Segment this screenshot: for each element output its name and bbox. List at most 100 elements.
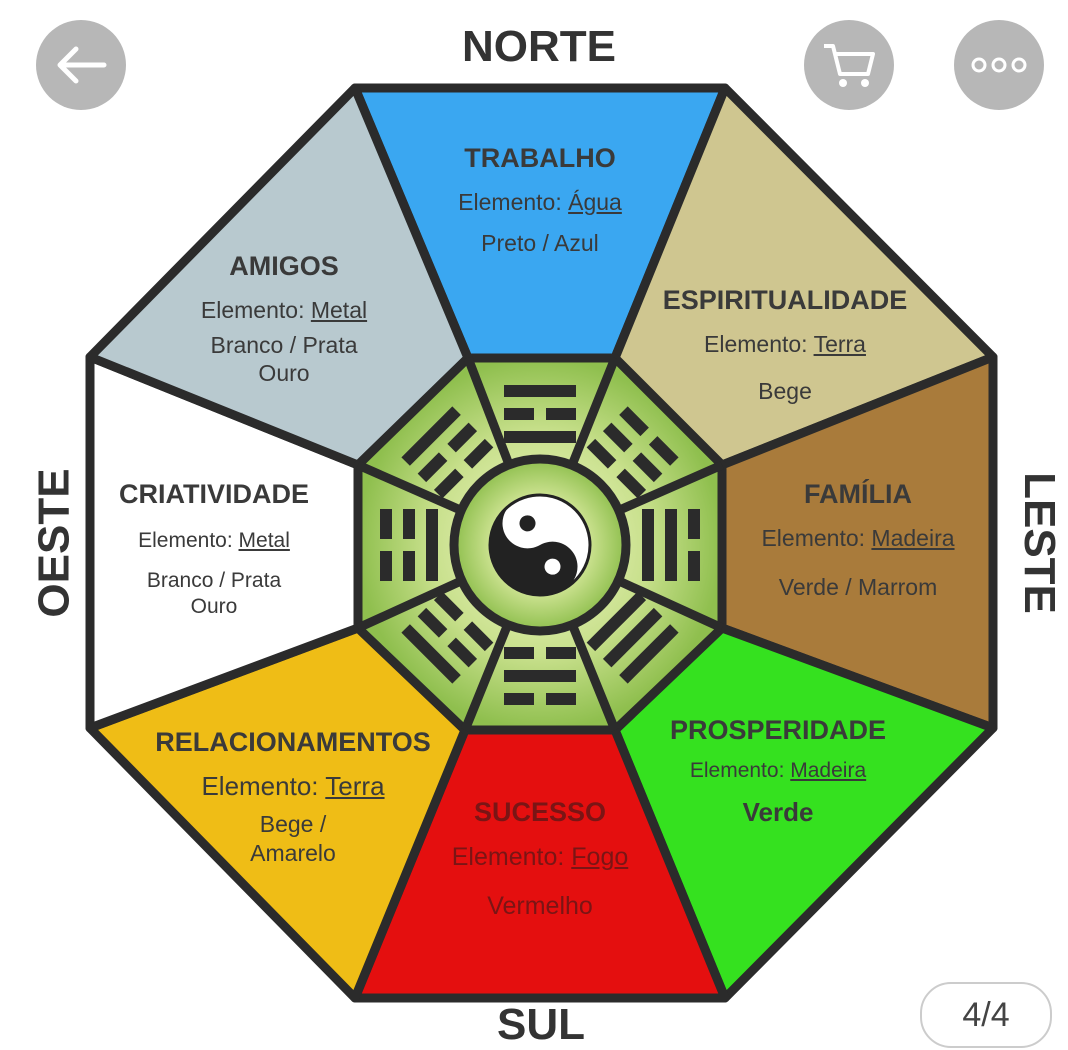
element-label: Elemento: <box>704 330 808 357</box>
trigram-line <box>546 408 576 420</box>
element-value: Fogo <box>571 842 629 871</box>
trigram-line <box>426 509 438 581</box>
trigram-line <box>403 509 415 539</box>
ring-divider <box>463 356 514 467</box>
sector-title: CRIATIVIDADE <box>118 479 310 509</box>
element-value: Terra <box>813 330 866 357</box>
sector-north-label: TRABALHO Elemento: Água Preto / Azul <box>458 142 622 257</box>
color-value: Vermelho <box>487 892 593 920</box>
more-horizontal-icon <box>971 57 1027 73</box>
element-value: Madeira <box>790 758 867 782</box>
ring-divider <box>567 356 620 467</box>
sector-east-label: FAMÍLIA Elemento: Madeira Verde / Marrom <box>761 478 954 601</box>
sector-south-label: SUCESSO Elemento: Fogo Vermelho <box>452 796 629 922</box>
ring-divider <box>356 460 464 515</box>
trigram-line <box>380 509 392 539</box>
yin-yang-icon <box>488 493 592 597</box>
trigram-line <box>586 591 647 652</box>
trigram-line <box>616 468 647 499</box>
sector-title: FAMÍLIA <box>804 479 912 509</box>
element-label: Elemento: <box>451 842 565 871</box>
trigram-line <box>463 621 494 652</box>
trigram-line <box>665 509 677 581</box>
trigram-line <box>417 607 448 638</box>
sector-title: PROSPERIDADE <box>669 715 887 745</box>
color-value: Bege / <box>259 811 327 838</box>
trigram-line <box>504 431 576 443</box>
ring-divider <box>616 576 724 633</box>
ring-divider <box>616 460 724 515</box>
trigram-se-icon <box>586 591 679 684</box>
element-label: Elemento: <box>458 188 562 215</box>
trigram-line <box>380 551 392 581</box>
sector-northeast-label: ESPIRITUALIDADE Elemento: Terra Bege <box>663 284 908 405</box>
color-value: Amarelo <box>250 840 336 866</box>
direction-north: NORTE <box>462 22 616 71</box>
sector-title: RELACIONAMENTOS <box>155 727 431 757</box>
cart-button[interactable] <box>804 20 894 110</box>
trigram-line <box>504 670 576 682</box>
color-value: Verde <box>742 797 814 827</box>
trigram-line <box>401 624 461 684</box>
trigram-line <box>619 624 679 684</box>
trigram-line <box>602 607 663 668</box>
element-value: Água <box>568 188 622 215</box>
ring-divider <box>568 623 620 732</box>
trigram-line <box>447 637 478 668</box>
element-value: Metal <box>238 528 290 552</box>
sector-southeast-label: PROSPERIDADE Elemento: Madeira Verde <box>670 714 886 829</box>
trigram-e-icon <box>642 509 700 581</box>
element-label: Elemento: <box>761 524 866 551</box>
trigram-nw-icon <box>401 406 494 499</box>
trigram-line <box>619 406 649 437</box>
trigram-line <box>642 509 654 581</box>
trigram-ne-icon <box>586 406 679 499</box>
sector-southwest-label: RELACIONAMENTOS Elemento: Terra Bege / A… <box>155 726 431 868</box>
trigram-line <box>546 693 576 705</box>
trigram-sw-icon <box>401 591 494 684</box>
element-value: Terra <box>325 770 385 801</box>
sector-northwest-label: AMIGOS Elemento: Metal Branco / Prata Ou… <box>201 250 367 388</box>
trigram-line <box>648 436 679 466</box>
trigram-line <box>546 647 576 659</box>
trigram-line <box>504 408 534 420</box>
element-value: Madeira <box>871 524 955 551</box>
color-value: Bege <box>758 377 812 404</box>
element-label: Elemento: <box>201 770 319 801</box>
more-options-button[interactable] <box>954 20 1044 110</box>
trigram-n-icon <box>504 385 576 443</box>
color-value: Ouro <box>258 360 310 387</box>
sector-title: SUCESSO <box>473 797 607 827</box>
trigram-line <box>433 591 464 622</box>
element-value: Metal <box>310 296 368 323</box>
element-label: Elemento: <box>689 758 785 782</box>
sector-title: ESPIRITUALIDADE <box>662 285 908 315</box>
direction-west: OESTE <box>29 468 79 618</box>
color-value: Branco / Prata <box>210 331 358 358</box>
trigram-s-icon <box>504 647 576 705</box>
color-value: Ouro <box>190 595 238 619</box>
ring-divider <box>460 623 512 732</box>
trigram-line <box>463 438 494 469</box>
color-value: Branco / Prata <box>146 569 282 592</box>
trigram-line <box>602 422 633 453</box>
sector-west-label: CRIATIVIDADE Elemento: Metal Branco / Pr… <box>119 478 309 621</box>
color-value: Verde / Marrom <box>778 573 938 600</box>
trigram-line <box>688 509 700 539</box>
trigram-line <box>401 406 461 466</box>
trigram-line <box>403 551 415 581</box>
color-value: Preto / Azul <box>481 229 599 256</box>
trigram-line <box>688 551 700 581</box>
element-label: Elemento: <box>200 296 305 323</box>
direction-east: LESTE <box>1014 472 1064 614</box>
arrow-left-icon <box>57 46 107 84</box>
trigram-line <box>632 452 663 483</box>
trigram-w-icon <box>380 509 438 581</box>
sector-title: AMIGOS <box>229 251 339 281</box>
trigram-line <box>504 693 534 705</box>
element-label: Elemento: <box>138 528 233 552</box>
sector-title: TRABALHO <box>464 143 616 173</box>
trigram-line <box>433 468 464 499</box>
back-button[interactable] <box>36 20 126 110</box>
